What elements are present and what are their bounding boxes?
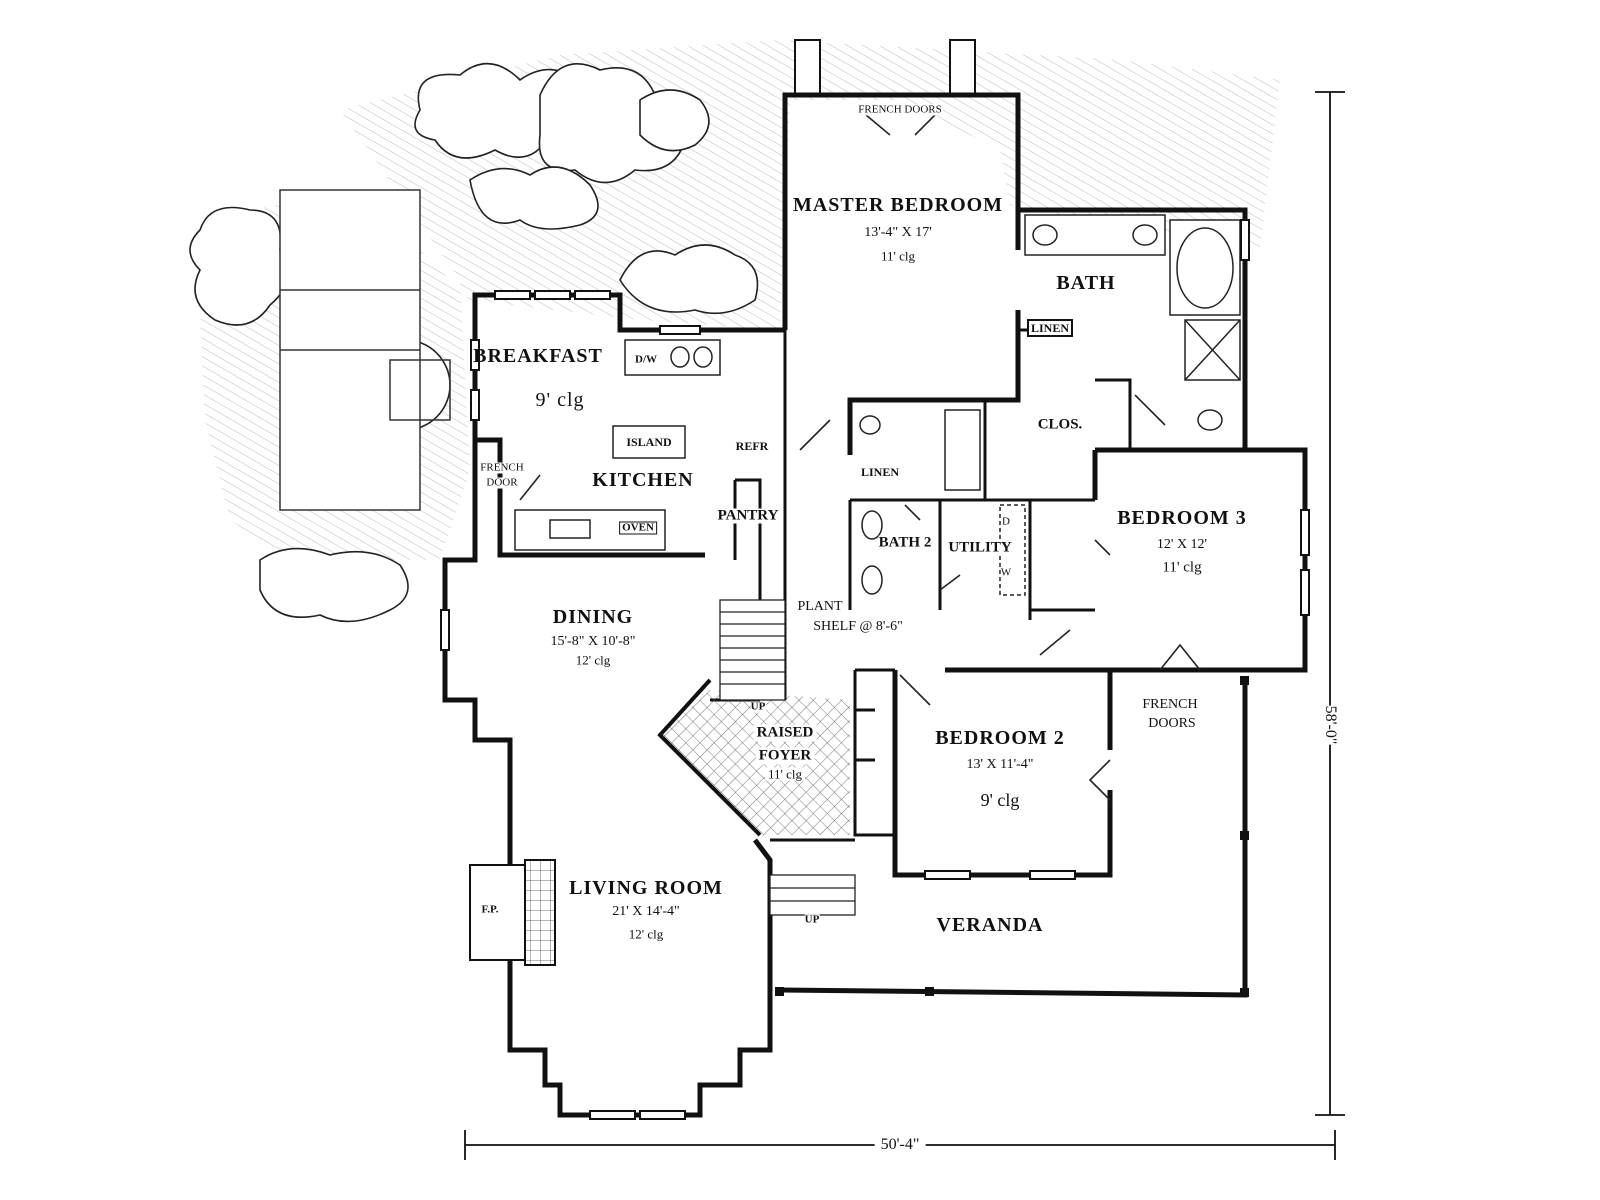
utility-label: UTILITY bbox=[948, 539, 1012, 556]
dining-ceiling: 12' clg bbox=[575, 652, 611, 668]
living-room-label: LIVING ROOM bbox=[569, 877, 723, 899]
bedroom2-ceiling: 9' clg bbox=[980, 790, 1020, 810]
bedroom2-label: BEDROOM 2 bbox=[935, 727, 1065, 749]
bedroom2-size: 13' X 11'-4" bbox=[966, 757, 1034, 772]
entry-steps-up-label: UP bbox=[804, 913, 820, 926]
linen-bath-label: LINEN bbox=[1026, 319, 1074, 337]
french-doors-right-label-line2: DOORS bbox=[1148, 716, 1196, 731]
veranda-label: VERANDA bbox=[936, 914, 1044, 936]
kitchen-fixtures bbox=[514, 339, 721, 551]
stairs bbox=[719, 599, 856, 916]
living-room-ceiling: 12' clg bbox=[628, 926, 664, 942]
bath-label: BATH bbox=[1056, 272, 1116, 294]
island-label: ISLAND bbox=[626, 435, 672, 449]
breakfast-label: BREAKFAST bbox=[473, 345, 603, 367]
deck bbox=[279, 189, 451, 511]
plant-shelf-label-line1: PLANT bbox=[797, 599, 843, 614]
washer-label: W bbox=[1000, 566, 1012, 579]
master-bedroom-ceiling: 11' clg bbox=[881, 248, 915, 264]
overall-depth-dimension: 58'-0" bbox=[1318, 705, 1342, 745]
dining-size: 15'-8" X 10'-8" bbox=[550, 634, 636, 649]
closet-label: CLOS. bbox=[1037, 416, 1083, 433]
plant-shelf-label-line2: SHELF @ 8'-6" bbox=[813, 619, 903, 634]
overall-width-dimension: 50'-4" bbox=[874, 1137, 926, 1153]
raised-foyer-label-line2: FOYER bbox=[755, 747, 815, 765]
master-bedroom-label: MASTER BEDROOM bbox=[792, 194, 1004, 216]
veranda-posts bbox=[775, 676, 1249, 997]
bath2-label: BATH 2 bbox=[878, 534, 932, 551]
master-bedroom-size: 13'-4" X 17' bbox=[864, 225, 932, 240]
french-door-label-line2: DOOR bbox=[486, 476, 518, 489]
dishwasher-label: D/W bbox=[635, 353, 657, 366]
stairs-up-label: UP bbox=[750, 700, 766, 713]
french-door-label-line1: FRENCH bbox=[480, 461, 524, 474]
bedroom3-size: 12' X 12' bbox=[1156, 537, 1208, 552]
raised-foyer-label-line1: RAISED bbox=[753, 724, 817, 742]
french-doors-top-label: FRENCH DOORS bbox=[856, 103, 944, 116]
dining-label: DINING bbox=[552, 606, 634, 628]
bedroom3-ceiling: 11' clg bbox=[1162, 559, 1202, 576]
windows bbox=[440, 219, 1310, 1120]
fireplace-label: F.P. bbox=[481, 903, 499, 916]
breakfast-ceiling: 9' clg bbox=[535, 389, 585, 411]
oven-label: OVEN bbox=[619, 521, 657, 535]
pantry-label: PANTRY bbox=[717, 507, 779, 524]
dryer-label: D bbox=[1002, 515, 1010, 528]
french-doors-right-label-line1: FRENCH bbox=[1142, 697, 1198, 712]
linen-hall-label: LINEN bbox=[860, 465, 900, 479]
refrigerator-label: REFR bbox=[735, 439, 769, 453]
raised-foyer-ceiling: 11' clg bbox=[765, 767, 805, 781]
bedroom3-label: BEDROOM 3 bbox=[1117, 507, 1247, 529]
kitchen-label: KITCHEN bbox=[592, 469, 694, 491]
living-room-size: 21' X 14'-4" bbox=[612, 904, 680, 919]
